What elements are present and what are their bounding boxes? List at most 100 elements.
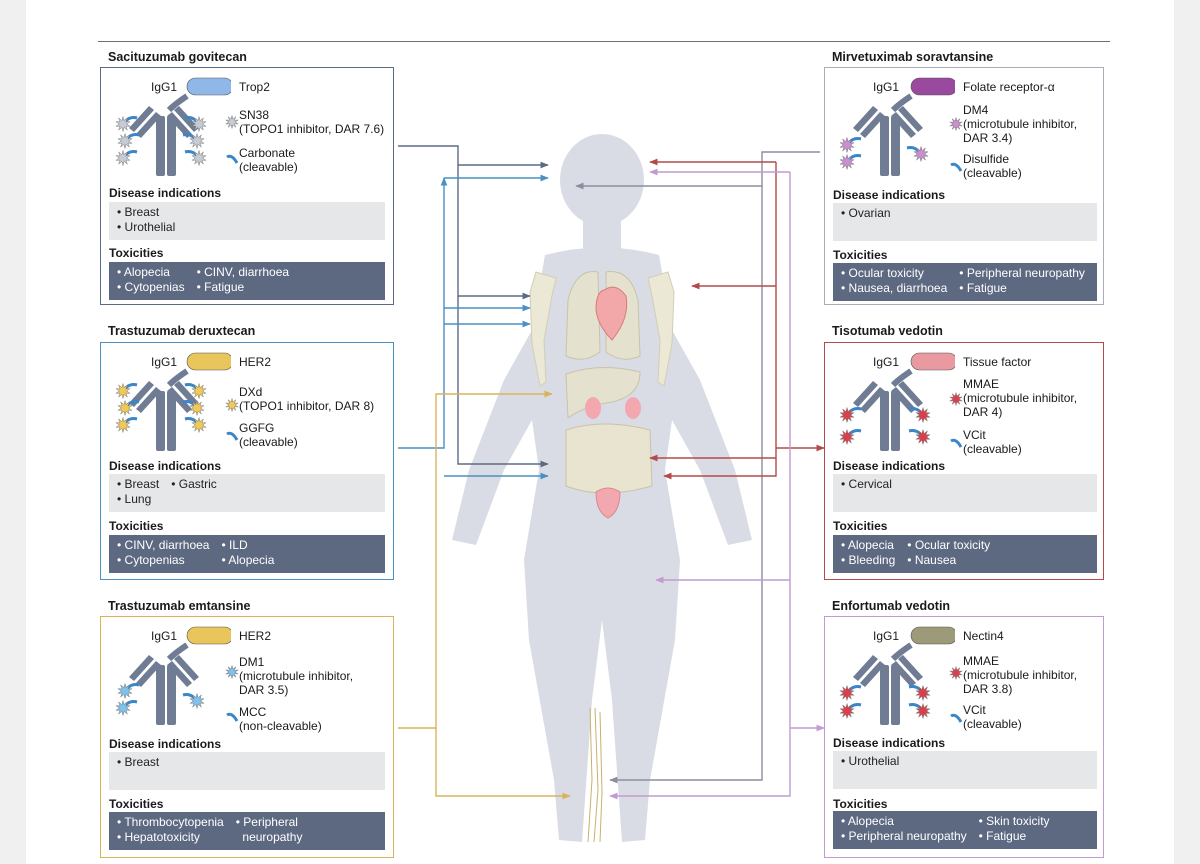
disease-indications-box: Breast	[109, 752, 385, 790]
toxicity-item: Fatigue	[197, 280, 289, 295]
body-silhouette	[452, 134, 752, 842]
intestines	[565, 423, 653, 494]
antibody-icon	[114, 352, 231, 451]
disease-indications-heading: Disease indications	[833, 188, 946, 202]
panel-title: Trastuzumab deruxtecan	[108, 324, 256, 338]
toxicity-list: Ocular toxicityPeripheral neuropathyNaus…	[841, 266, 1097, 295]
disease-indications-heading: Disease indications	[833, 736, 946, 750]
toxicity-item: Peripheral neuropathy	[841, 829, 967, 844]
toxicities-box: ThrombocytopeniaPeripheralHepatotoxicity…	[109, 812, 385, 850]
dm1-star-icon	[188, 692, 206, 710]
disease-item: Cervical	[841, 477, 892, 492]
payload-label: SN38 (TOPO1 inhibitor, DAR 7.6)	[239, 108, 385, 136]
panel-title: Sacituzumab govitecan	[108, 50, 247, 64]
dm4-star-icon	[838, 136, 856, 154]
mmae-star-icon	[914, 428, 932, 446]
disease-indications-box: Ovarian	[833, 203, 1097, 241]
disease-item: Urothelial	[841, 754, 900, 769]
nerves	[587, 707, 603, 843]
disease-indications-box: Cervical	[833, 474, 1097, 512]
toxicity-list: AlopeciaSkin toxicityPeripheral neuropat…	[841, 814, 1097, 843]
dxd-star-icon	[116, 399, 134, 417]
mmae-star-icon	[838, 428, 856, 446]
connector-arrows	[398, 145, 825, 800]
payload-legend-icon	[949, 666, 963, 680]
dm4-star-icon	[912, 145, 930, 163]
linker-legend-icon	[226, 154, 239, 164]
linker-legend-icon	[226, 431, 239, 441]
toxicity-item: CINV, diarrhoea	[117, 538, 210, 553]
igg-label: IgG1	[151, 80, 178, 94]
sn38-star-icon	[114, 149, 132, 167]
toxicities-heading: Toxicities	[833, 797, 888, 811]
toxicity-item: Peripheral neuropathy	[959, 266, 1085, 281]
disease-item: Lung	[117, 492, 159, 507]
top-rule	[98, 41, 1110, 42]
toxicities-heading: Toxicities	[109, 246, 164, 260]
toxicity-item: Hepatotoxicity	[117, 830, 224, 845]
target-label: HER2	[239, 629, 272, 643]
disease-indications-heading: Disease indications	[109, 459, 222, 473]
toxicities-box: AlopeciaOcular toxicityBleedingNausea	[833, 535, 1097, 573]
toxicities-heading: Toxicities	[109, 797, 164, 811]
payload-legend-icon	[225, 115, 239, 129]
toxicity-item: Skin toxicity	[979, 814, 1049, 829]
sn38-star-icon	[188, 132, 206, 150]
payload-label: MMAE (microtubule inhibitor, DAR 3.8)	[963, 654, 1078, 696]
toxicity-item: Fatigue	[959, 281, 1085, 296]
disease-list: BreastGastricLung	[117, 477, 385, 506]
toxicity-item: Thrombocytopenia	[117, 815, 223, 830]
mmae-star-icon	[914, 702, 932, 720]
toxicities-heading: Toxicities	[833, 519, 888, 533]
dm1-star-icon	[114, 699, 132, 717]
payload-label: DM1 (microtubule inhibitor, DAR 3.5)	[239, 655, 354, 697]
toxicity-item: Alopecia	[841, 538, 895, 553]
payload-legend-icon	[949, 392, 963, 406]
target-label: Nectin4	[963, 629, 1004, 643]
heart	[595, 286, 628, 341]
liver	[565, 366, 641, 419]
sn38-star-icon	[190, 115, 208, 133]
toxicities-box: AlopeciaSkin toxicityPeripheral neuropat…	[833, 811, 1097, 849]
disease-item: Ovarian	[841, 206, 891, 221]
toxicities-box: Ocular toxicityPeripheral neuropathyNaus…	[833, 263, 1097, 301]
bladder-uterus	[595, 487, 621, 519]
toxicities-box: CINV, diarrhoeaILDCytopeniasAlopecia	[109, 535, 385, 573]
panel-title: Trastuzumab emtansine	[108, 599, 251, 613]
target-label: Trop2	[239, 80, 270, 94]
antibody-icon	[838, 626, 955, 725]
linker-legend-icon	[950, 713, 963, 723]
disease-item: Breast	[117, 755, 160, 770]
toxicity-item: ILD	[221, 538, 274, 553]
panel-title: Mirvetuximab soravtansine	[832, 50, 994, 64]
linker-label: VCit (cleavable)	[963, 703, 1022, 731]
target-label: Tissue factor	[963, 355, 1032, 369]
disease-indications-heading: Disease indications	[833, 459, 946, 473]
disease-item: Breast	[117, 477, 160, 492]
disease-item: Urothelial	[117, 220, 176, 235]
linker-legend-icon	[950, 162, 963, 172]
mmae-star-icon	[914, 406, 932, 424]
payload-label: DXd (TOPO1 inhibitor, DAR 8)	[239, 385, 375, 413]
igg-label: IgG1	[151, 629, 178, 643]
toxicity-item: Alopecia	[117, 265, 185, 280]
toxicity-item: neuropathy	[242, 829, 303, 844]
antibody-icon	[838, 77, 955, 176]
igg-label: IgG1	[873, 80, 900, 94]
toxicities-heading: Toxicities	[833, 248, 888, 262]
payload-label: DM4 (microtubule inhibitor, DAR 3.4)	[963, 103, 1078, 145]
linker-label: GGFG (cleavable)	[239, 421, 298, 449]
disease-item: Breast	[117, 205, 175, 220]
linker-label: Carbonate (cleavable)	[239, 146, 298, 174]
payload-legend-icon	[949, 117, 963, 131]
payload-legend-icon	[225, 665, 239, 679]
sn38-star-icon	[114, 115, 132, 133]
dxd-star-icon	[190, 382, 208, 400]
mmae-star-icon	[838, 684, 856, 702]
toxicities-heading: Toxicities	[109, 519, 164, 533]
disease-indications-box: BreastGastricLung	[109, 474, 385, 512]
